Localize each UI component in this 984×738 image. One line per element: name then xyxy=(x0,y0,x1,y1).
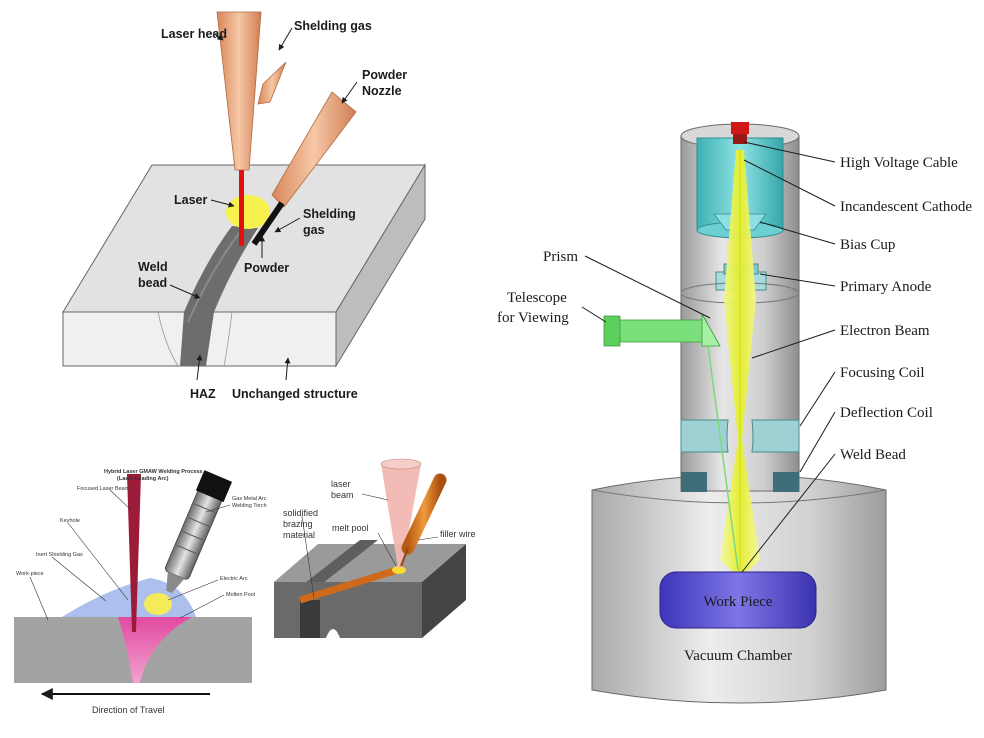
melt-pool-label: melt pool xyxy=(332,523,369,533)
powder-label: Powder xyxy=(244,261,289,275)
solidified-brazing-label: brazing xyxy=(283,519,313,529)
brazing-block-front xyxy=(274,582,422,638)
vacuum-chamber-label: Vacuum Chamber xyxy=(684,648,792,664)
focusing-coil xyxy=(680,419,729,453)
focused-laser-beam xyxy=(127,474,141,632)
laser-glow xyxy=(226,195,270,229)
solidified-brazing-label: material xyxy=(283,530,315,540)
keyhole xyxy=(118,617,192,683)
laser-beam xyxy=(239,170,244,246)
laser-brazing-diagram: laser beam solidified brazing material m… xyxy=(274,458,476,638)
weld-bead-label: Weld Bead xyxy=(840,447,906,463)
melt-pool xyxy=(392,566,406,574)
high-voltage-connector xyxy=(731,122,749,134)
laser-label: Laser xyxy=(174,193,207,207)
gas-metal-arc-label: Welding Torch xyxy=(232,503,267,509)
high-voltage-cable-label: High Voltage Cable xyxy=(840,155,958,171)
gmaw-torch xyxy=(164,470,233,594)
deflection-coil-label: Deflection Coil xyxy=(840,405,933,421)
electric-arc xyxy=(144,593,172,615)
work-piece-label: Work Piece xyxy=(703,594,773,610)
shielding-gas-side-label: Shelding xyxy=(303,207,356,221)
weld-bead-label: Weld xyxy=(138,260,168,274)
powder-nozzle-label: Powder xyxy=(362,68,407,82)
shielding-gas-label: Shelding gas xyxy=(294,19,372,33)
laser-beam-label: beam xyxy=(331,490,354,500)
hybrid-welding-diagram: Hybrid Laser GMAW Welding Process (Laser… xyxy=(14,469,267,715)
deflection-coil xyxy=(681,472,707,492)
shielding-gas-side-label: gas xyxy=(303,223,325,237)
focusing-coil xyxy=(751,419,800,453)
direction-of-travel-label: Direction of Travel xyxy=(92,705,165,715)
bias-cup-label: Bias Cup xyxy=(840,237,895,253)
shielding-gas-nozzle xyxy=(257,61,287,105)
laser-head-label: Laser head xyxy=(161,27,227,41)
hybrid-title: Hybrid Laser GMAW Welding Process xyxy=(104,469,203,475)
haz-label: HAZ xyxy=(190,387,216,401)
brazing-seam xyxy=(298,564,406,604)
deflection-coil xyxy=(773,472,799,492)
telescope-label: Telescope xyxy=(507,290,567,306)
unchanged-structure-label: Unchanged structure xyxy=(232,387,358,401)
brazing-groove xyxy=(296,540,378,590)
work-piece xyxy=(659,571,817,629)
laser-beam-label: laser xyxy=(331,479,351,489)
solidified-brazing-label: solidified xyxy=(283,508,318,518)
incandescent-cathode-label: Incandescent Cathode xyxy=(840,199,972,215)
brazing-laser-beam xyxy=(381,464,421,568)
laser-head xyxy=(216,11,262,171)
powder-nozzle-label: Nozzle xyxy=(362,84,402,98)
weld-bead-label: bead xyxy=(138,276,167,290)
work-piece-label: Work-piece xyxy=(16,571,44,577)
telescope xyxy=(611,319,707,343)
primary-anode-label: Primary Anode xyxy=(840,279,932,295)
molten-pool-label: Molten Pool xyxy=(226,592,255,598)
laser-cladding-diagram: Laser head Shelding gas Powder Nozzle La… xyxy=(62,11,426,401)
filler-wire-label: filler wire xyxy=(440,529,476,539)
weld-bead xyxy=(180,226,258,366)
powder-stream xyxy=(251,201,285,246)
haz-curve xyxy=(157,311,179,367)
focused-laser-beam-label: Focused Laser Beam xyxy=(77,486,130,492)
brazing-block-side xyxy=(422,544,466,638)
gas-metal-arc-label: Gas Metal Arc xyxy=(232,496,267,502)
electron-beam-diagram: High Voltage Cable Incandescent Cathode … xyxy=(497,122,972,704)
focusing-coil-label: Focusing Coil xyxy=(840,365,925,381)
electric-arc-label: Electric Arc xyxy=(220,576,248,582)
filler-wire xyxy=(401,473,447,555)
plate-side xyxy=(335,163,426,368)
electron-beam-label: Electron Beam xyxy=(840,323,930,339)
hybrid-subtitle: (Laser Leading Arc) xyxy=(117,476,169,482)
prism-label: Prism xyxy=(543,249,578,265)
prism xyxy=(701,312,721,347)
inert-shielding-gas-label: Inert Shielding Gas xyxy=(36,552,83,558)
keyhole-label: Keyhole xyxy=(60,518,80,524)
haz-curve xyxy=(223,311,233,367)
telescope-label: for Viewing xyxy=(497,310,569,326)
